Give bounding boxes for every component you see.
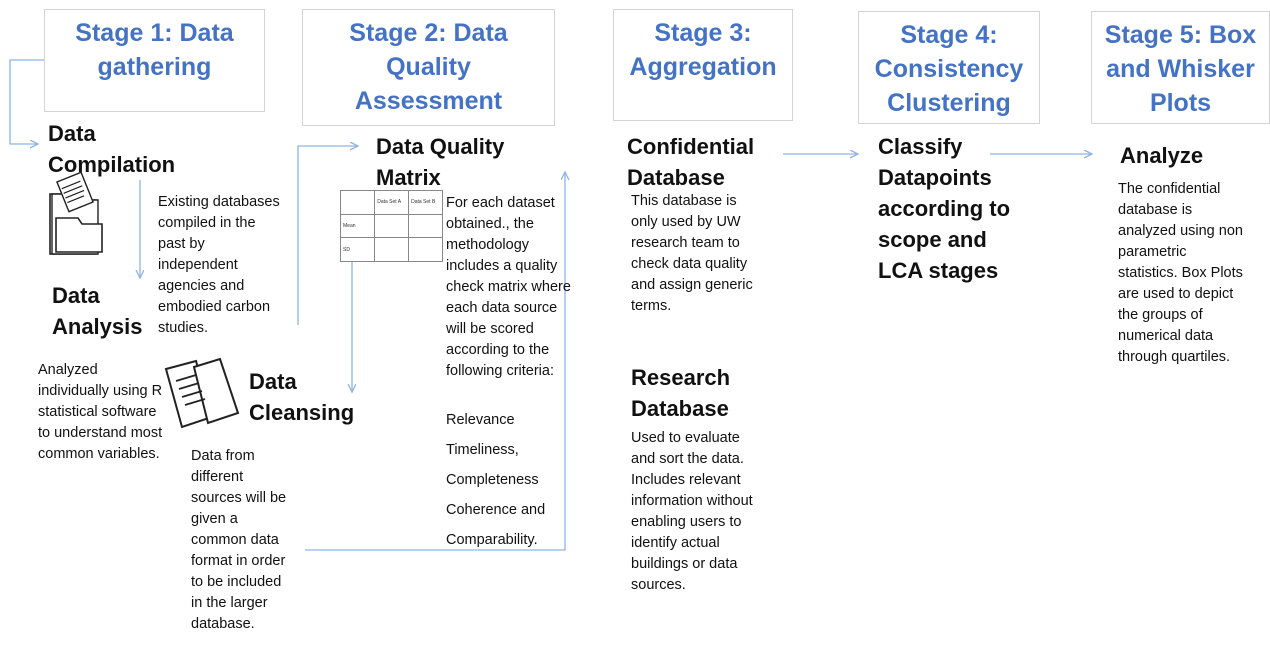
table-cell: Data Set B <box>408 190 443 215</box>
heading-line: Database <box>627 165 725 190</box>
heading-line: Data <box>249 369 297 394</box>
heading-line: according to <box>878 196 1011 221</box>
stage-4-title-line: Consistency <box>874 55 1024 83</box>
criteria-item: Timeliness, <box>446 442 519 458</box>
heading-line: Datapoints <box>878 165 992 190</box>
quality-matrix-table: Data Set A Data Set B Mean SD <box>339 190 443 262</box>
data-compilation-text: Existing databases compiled in the past … <box>158 194 280 336</box>
arrow-stage1-to-compilation <box>9 59 44 144</box>
stage-5-title-line: and Whisker <box>1106 55 1255 83</box>
table-cell <box>408 237 443 262</box>
heading-line: Data Quality <box>376 134 505 159</box>
arrow-to-quality-matrix <box>297 146 358 325</box>
stage-1-title-line: gathering <box>97 53 212 81</box>
stage-2-title-line: Stage 2: Data <box>349 19 508 47</box>
stage-3-title-line: Stage 3: <box>654 19 752 47</box>
criteria-item: Relevance <box>446 412 515 428</box>
stage-1-box: Stage 1: Data gathering <box>44 9 265 112</box>
stage-1-title-line: Stage 1: Data <box>75 19 234 47</box>
table-cell: Data Set A <box>374 190 410 215</box>
data-analysis-heading: Data Analysis <box>52 280 143 342</box>
classify-datapoints-heading: Classify Datapoints according to scope a… <box>878 131 1010 286</box>
table-cell: Mean <box>339 213 376 239</box>
table-cell <box>374 237 410 262</box>
stage-4-title-line: Clustering <box>887 89 1011 117</box>
heading-line: Analysis <box>52 314 143 339</box>
table-cell: SD <box>339 237 376 262</box>
research-database-text: Used to evaluate and sort the data. Incl… <box>631 430 753 593</box>
table-row: SD <box>339 237 443 262</box>
stage-3-title-line: Aggregation <box>629 53 777 81</box>
criteria-item: Coherence and <box>446 502 546 518</box>
quality-criteria-list: Relevance Timeliness, Completeness Coher… <box>446 405 571 555</box>
documents-icon <box>164 357 240 429</box>
data-compilation-heading: Data Compilation <box>48 118 175 180</box>
confidential-database-heading: Confidential Database <box>627 131 754 193</box>
data-quality-matrix-text: For each dataset obtained., the methodol… <box>446 195 571 379</box>
table-cell <box>374 213 410 239</box>
analyze-text: The confidential database is analyzed us… <box>1118 181 1243 365</box>
heading-line: Database <box>631 396 729 421</box>
table-cell <box>408 213 443 239</box>
folders-icon <box>49 171 103 255</box>
data-cleansing-text: Data from different sources will be give… <box>191 448 287 632</box>
heading-line: Classify <box>878 134 963 159</box>
heading-line: Matrix <box>376 165 441 190</box>
confidential-database-text: This database is only used by UW researc… <box>631 193 753 314</box>
heading-line: Data <box>48 121 96 146</box>
heading-line: Compilation <box>48 152 176 177</box>
data-analysis-text: Analyzed individually using R statistica… <box>38 362 163 462</box>
stage-5-title-line: Plots <box>1149 89 1212 117</box>
stage-2-title-line: Quality <box>386 53 471 81</box>
table-row: Data Set A Data Set B <box>339 190 443 215</box>
data-cleansing-heading: Data Cleansing <box>249 366 354 428</box>
heading-line: Confidential <box>627 134 755 159</box>
heading-line: Research <box>631 365 731 390</box>
arrow-cleansing-to-stage3 <box>305 172 565 551</box>
heading-line: scope and <box>878 227 987 252</box>
stage-2-title-line: Assessment <box>354 87 503 115</box>
table-row: Mean <box>339 213 443 239</box>
heading-line: Cleansing <box>249 400 355 425</box>
stage-3-box: Stage 3: Aggregation <box>613 9 793 121</box>
criteria-item: Comparability. <box>446 532 538 548</box>
heading-line: Data <box>52 283 100 308</box>
data-quality-matrix-heading: Data Quality Matrix <box>376 131 504 193</box>
heading-line: LCA stages <box>878 258 999 283</box>
stage-5-title-line: Stage 5: Box <box>1104 21 1257 49</box>
table-cell <box>339 190 376 215</box>
criteria-item: Completeness <box>446 472 539 488</box>
research-database-heading: Research Database <box>631 362 730 424</box>
stage-4-title-line: Stage 4: <box>900 21 998 49</box>
analyze-heading: Analyze <box>1120 143 1204 168</box>
